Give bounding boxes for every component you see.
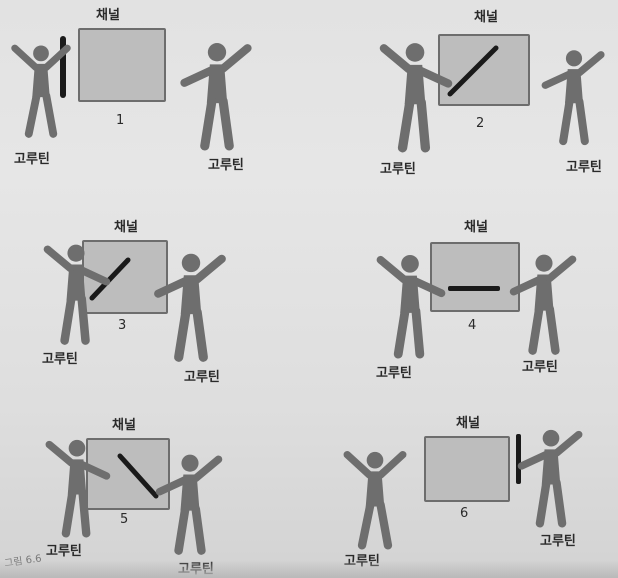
goroutine-figure-right	[514, 426, 588, 530]
channel-label: 채널	[96, 8, 120, 23]
channel-label: 채널	[464, 220, 488, 235]
step-number: 3	[118, 318, 127, 333]
goroutine-label: 고루틴	[208, 158, 244, 173]
goroutine-label: 고루틴	[376, 366, 412, 381]
channel-box	[430, 242, 520, 312]
goroutine-figure-left	[338, 448, 412, 552]
goroutine-figure-left	[6, 36, 76, 146]
goroutine-figure-right	[176, 40, 258, 152]
baton	[89, 257, 131, 301]
goroutine-label: 고루틴	[178, 562, 214, 577]
baton	[60, 36, 66, 98]
channel-label: 채널	[112, 418, 136, 433]
goroutine-figure-left	[38, 240, 114, 348]
step-number: 2	[476, 116, 485, 131]
goroutine-label: 고루틴	[522, 360, 558, 375]
step-number: 1	[116, 113, 125, 128]
goroutine-label: 고루틴	[540, 534, 576, 549]
goroutine-figure-right	[538, 42, 610, 152]
baton	[447, 45, 499, 97]
goroutine-label: 고루틴	[566, 160, 602, 175]
goroutine-figure-left	[40, 436, 114, 540]
step-number: 5	[120, 512, 129, 527]
goroutine-figure-left	[372, 40, 458, 154]
baton	[516, 434, 521, 484]
baton	[448, 286, 500, 291]
goroutine-figure-right	[152, 450, 228, 558]
channel-label: 채널	[474, 10, 498, 25]
figure-caption: 그림 6.6	[3, 553, 43, 570]
goroutine-figure-left	[370, 252, 450, 360]
channel-box	[78, 28, 166, 102]
goroutine-label: 고루틴	[184, 370, 220, 385]
channel-label: 채널	[456, 416, 480, 431]
baton	[117, 453, 159, 499]
goroutine-figure-right	[150, 250, 232, 364]
goroutine-figure-right	[506, 250, 582, 358]
step-number: 6	[460, 506, 469, 521]
goroutine-label: 고루틴	[344, 554, 380, 569]
channel-box	[424, 436, 510, 502]
step-number: 4	[468, 318, 477, 333]
goroutine-label: 고루틴	[14, 152, 50, 167]
goroutine-label: 고루틴	[380, 162, 416, 177]
channel-label: 채널	[114, 220, 138, 235]
goroutine-label: 고루틴	[42, 352, 78, 367]
goroutine-label: 고루틴	[46, 544, 82, 559]
